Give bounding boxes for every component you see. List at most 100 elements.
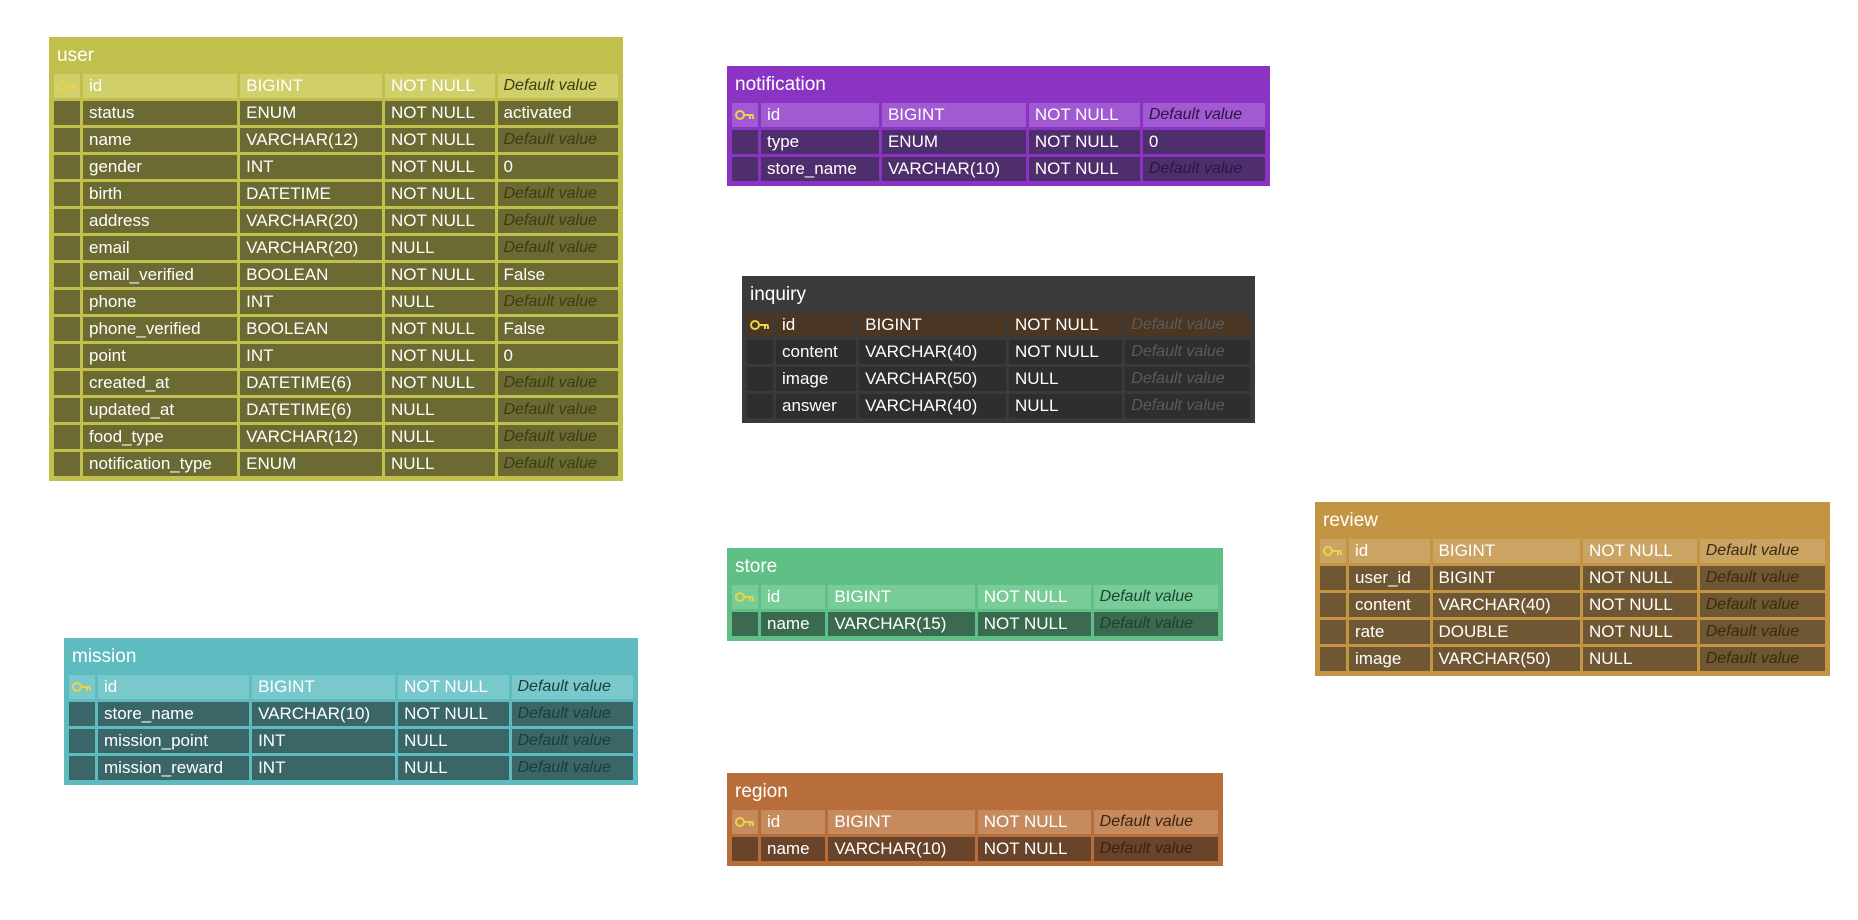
column-default[interactable]: Default value	[1093, 612, 1218, 636]
column-default[interactable]: Default value	[511, 675, 633, 699]
column-default[interactable]: Default value	[497, 452, 618, 476]
column-nullability[interactable]: NOT NULL	[398, 702, 509, 726]
column-name[interactable]: image	[776, 367, 857, 391]
column-name[interactable]: address	[83, 209, 238, 233]
column-type[interactable]: DATETIME(6)	[240, 398, 383, 422]
column-nullability[interactable]: NOT NULL	[385, 128, 495, 152]
column-nullability[interactable]: NULL	[385, 236, 495, 260]
column-type[interactable]: DATETIME	[240, 182, 383, 206]
column-nullability[interactable]: NOT NULL	[385, 317, 495, 341]
column-nullability[interactable]: NULL	[1582, 647, 1697, 671]
column-name[interactable]: email_verified	[83, 263, 238, 287]
column-name[interactable]: birth	[83, 182, 238, 206]
column-nullability[interactable]: NOT NULL	[977, 810, 1091, 834]
column-default[interactable]: activated	[497, 101, 618, 125]
column-name[interactable]: phone	[83, 290, 238, 314]
column-name[interactable]: rate	[1349, 620, 1430, 644]
entity-title[interactable]: inquiry	[750, 284, 806, 305]
column-name[interactable]: answer	[776, 394, 857, 418]
column-default[interactable]: Default value	[497, 74, 618, 98]
column-default[interactable]: Default value	[511, 729, 633, 753]
column-default[interactable]: False	[497, 263, 618, 287]
column-type[interactable]: BIGINT	[828, 585, 975, 609]
column-nullability[interactable]: NOT NULL	[385, 371, 495, 395]
column-default[interactable]: Default value	[1142, 157, 1265, 181]
entity-title[interactable]: user	[57, 45, 94, 66]
column-nullability[interactable]: NOT NULL	[1582, 593, 1697, 617]
column-nullability[interactable]: NOT NULL	[385, 101, 495, 125]
column-type[interactable]: ENUM	[240, 101, 383, 125]
column-type[interactable]: INT	[240, 155, 383, 179]
column-type[interactable]: VARCHAR(10)	[881, 157, 1026, 181]
column-nullability[interactable]: NOT NULL	[385, 74, 495, 98]
column-name[interactable]: content	[776, 340, 857, 364]
column-name[interactable]: id	[776, 313, 857, 337]
column-nullability[interactable]: NULL	[385, 290, 495, 314]
column-default[interactable]: Default value	[1125, 340, 1250, 364]
column-nullability[interactable]: NULL	[385, 452, 495, 476]
column-name[interactable]: image	[1349, 647, 1430, 671]
column-nullability[interactable]: NULL	[385, 425, 495, 449]
column-nullability[interactable]: NOT NULL	[1582, 539, 1697, 563]
column-type[interactable]: BIGINT	[881, 103, 1026, 127]
column-name[interactable]: content	[1349, 593, 1430, 617]
column-type[interactable]: BIGINT	[240, 74, 383, 98]
column-default[interactable]: Default value	[497, 371, 618, 395]
column-name[interactable]: id	[761, 103, 879, 127]
column-default[interactable]: Default value	[1699, 539, 1825, 563]
column-type[interactable]: VARCHAR(20)	[240, 209, 383, 233]
column-type[interactable]: BIGINT	[1432, 566, 1580, 590]
column-type[interactable]: ENUM	[240, 452, 383, 476]
column-nullability[interactable]: NOT NULL	[385, 263, 495, 287]
column-name[interactable]: store_name	[98, 702, 250, 726]
column-name[interactable]: phone_verified	[83, 317, 238, 341]
column-default[interactable]: Default value	[497, 182, 618, 206]
column-name[interactable]: name	[761, 837, 826, 861]
column-default[interactable]: Default value	[511, 756, 633, 780]
column-name[interactable]: food_type	[83, 425, 238, 449]
column-type[interactable]: BIGINT	[252, 675, 396, 699]
column-name[interactable]: name	[761, 612, 826, 636]
column-type[interactable]: BOOLEAN	[240, 263, 383, 287]
column-type[interactable]: VARCHAR(40)	[1432, 593, 1580, 617]
column-name[interactable]: email	[83, 236, 238, 260]
column-nullability[interactable]: NULL	[398, 756, 509, 780]
column-nullability[interactable]: NOT NULL	[1008, 313, 1123, 337]
column-name[interactable]: id	[761, 810, 826, 834]
column-name[interactable]: id	[98, 675, 250, 699]
column-name[interactable]: id	[1349, 539, 1430, 563]
column-type[interactable]: DOUBLE	[1432, 620, 1580, 644]
column-default[interactable]: Default value	[1142, 103, 1265, 127]
column-name[interactable]: name	[83, 128, 238, 152]
column-type[interactable]: VARCHAR(40)	[859, 340, 1006, 364]
column-nullability[interactable]: NOT NULL	[977, 612, 1091, 636]
column-default[interactable]: Default value	[1125, 367, 1250, 391]
column-default[interactable]: False	[497, 317, 618, 341]
